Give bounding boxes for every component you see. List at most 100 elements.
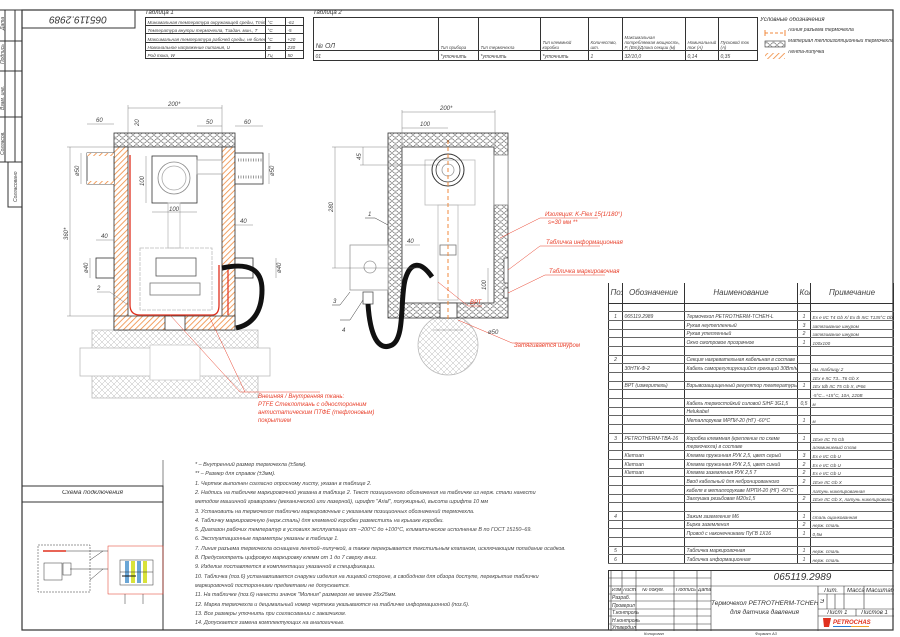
spec-row — [608, 502, 894, 512]
spec-row-cell — [622, 485, 685, 495]
spec-row-cell — [608, 381, 623, 391]
spec-row-cell — [797, 389, 811, 400]
spec-row-cell: 5 — [608, 546, 623, 556]
legend-item-insulation: Материал теплоизоляционный термочехла — [788, 39, 894, 44]
svg-text:покрытием: покрытием — [258, 418, 291, 424]
roles: Разраб. Проверил Т.контроль Н.контроль У… — [612, 595, 640, 633]
spec-row-cell — [622, 346, 685, 356]
svg-text:антистатическим ПТФЕ (тефлоно: антистатическим ПТФЕ (тефлоновым) — [258, 410, 374, 416]
col-date: Дата — [698, 588, 712, 593]
spec-row: кабеля в металлорукаве МРПИ-20 (НГ) -60°… — [608, 485, 894, 495]
spec-row-cell — [608, 372, 623, 382]
spec-row-cell: ВРТ (измеритель) — [622, 381, 685, 391]
spec-row-cell: Рукав утепленный — [684, 329, 798, 339]
spec-row-cell — [797, 537, 811, 547]
callout-labels: Изоляция: K-Flex 15(1/180°) s=30 мм ** Т… — [258, 212, 624, 424]
svg-text:Взам. инв.: Взам. инв. — [0, 86, 6, 110]
table2-row-cell: 1 — [588, 50, 623, 61]
spec-row-cell — [797, 424, 811, 434]
table1-row-cell: Температура внутри термочехла, Тзадан. м… — [145, 25, 266, 35]
lit-value: Э — [820, 599, 825, 605]
spec-row-cell: PETROTHERM-TBA-16 — [622, 433, 685, 443]
spec-row-cell — [797, 303, 811, 313]
spec-row-cell — [608, 459, 623, 469]
note-line: 7. Линия разъема термочехла оснащена лен… — [195, 545, 566, 552]
spec-row-cell: Klemsan — [622, 459, 685, 469]
role-approved: Утвердил — [612, 625, 636, 631]
spec-row-cell: 1 — [797, 415, 811, 426]
spec-row — [608, 303, 894, 313]
svg-text:Табличка маркировочная: Табличка маркировочная — [549, 269, 620, 275]
spec-row-cell: Кабель саморегулирующийся греющий 30Вт/м — [684, 363, 798, 373]
spec-row-cell — [622, 355, 685, 365]
spec-row-cell: см. таблицу 2 — [810, 363, 894, 373]
spec-row-cell — [608, 528, 623, 539]
title-block-logo: PETROCHAS — [823, 618, 871, 627]
note-line: маркировочной посторонними предметами не… — [195, 582, 351, 589]
table1-row-cell: -5 — [285, 25, 304, 35]
spec-row — [608, 424, 894, 434]
svg-text:Подпись: Подпись — [0, 44, 6, 64]
spec-row-cell — [608, 450, 623, 460]
spec-row-cell: Табличка маркировочная — [684, 546, 798, 556]
table1-row-cell: Номинальное напряжение питания, U — [145, 41, 266, 51]
table1-title: Таблица 1 — [145, 10, 174, 16]
spec-row-cell — [684, 346, 798, 356]
svg-text:Согласовано: Согласовано — [13, 171, 19, 202]
spec-row-cell: 1 — [797, 554, 811, 565]
spec-row-cell — [797, 372, 811, 382]
note-line: 11. На табличке (поз.6) нанести значок "… — [195, 592, 397, 599]
spec-row-cell — [810, 355, 894, 365]
spec-row-cell: 2 — [797, 459, 811, 469]
spec-row-cell — [622, 546, 685, 556]
spec-row-cell — [608, 320, 623, 330]
legend: Условные обозначения Линия разъема термо… — [760, 17, 894, 55]
spec-row-cell: 2 — [797, 329, 811, 339]
spec-row-cell: -5°C...+15°C, 10А, 220В — [810, 389, 894, 400]
svg-text:45: 45 — [357, 153, 363, 160]
spec-row-cell — [608, 329, 623, 339]
spec-row-cell — [608, 398, 623, 408]
spec-header-cell: Примечание — [810, 283, 894, 304]
spec-row-cell: Рукав неутепленный — [684, 320, 798, 330]
note-line: 10. Табличка (поз.6) устанавливается сна… — [195, 573, 539, 580]
spec-row-cell: 100х100 — [810, 337, 894, 347]
col-doc: № докум. — [642, 588, 665, 593]
spec-row-cell — [608, 303, 623, 313]
spec-row-cell: 3 — [797, 450, 811, 460]
table1-row-cell: Минимальная температура окружающей среды… — [145, 16, 266, 27]
spec-row-cell — [684, 372, 798, 382]
table2-header-cell: Количество, шт. — [588, 17, 623, 51]
note-line: * – Внутренний размер термочехла (±5мм). — [195, 462, 307, 468]
svg-text:Дата: Дата — [0, 17, 6, 31]
side-view-dimensions: 200* 100 45 280 40 100 ø50 1 3 4 — [329, 106, 499, 336]
note-line: методом машинной гравировки (механическо… — [195, 499, 489, 506]
spec-row-cell — [608, 363, 623, 373]
svg-text:3: 3 — [333, 299, 337, 305]
scale-label: Масштаб — [866, 588, 895, 594]
spec-row-cell — [622, 476, 685, 486]
spec-row-cell — [622, 389, 685, 400]
spec-row: Helukabel — [608, 407, 894, 417]
spec-row-cell: Взрывозащищенный регулятор температуры — [684, 381, 798, 391]
side-strip-labels: Дата Подпись Взам. инв. Согласов. Соглас… — [0, 17, 19, 202]
role-tcontrol: Т.контроль — [612, 610, 639, 616]
svg-text:Изоляция: K-Flex 15(1/180°): Изоляция: K-Flex 15(1/180°) — [545, 212, 622, 218]
spec-row-cell: термочехла) в составе — [684, 442, 798, 452]
legend-title: Условные обозначения — [760, 17, 825, 23]
table1-row: Максимальная температура рабочей среды, … — [145, 33, 304, 43]
note-line: 14. Допускается замена комплектующих на … — [195, 620, 345, 627]
connection-schematic — [37, 544, 164, 604]
spec-row-cell: 1 — [797, 528, 811, 539]
